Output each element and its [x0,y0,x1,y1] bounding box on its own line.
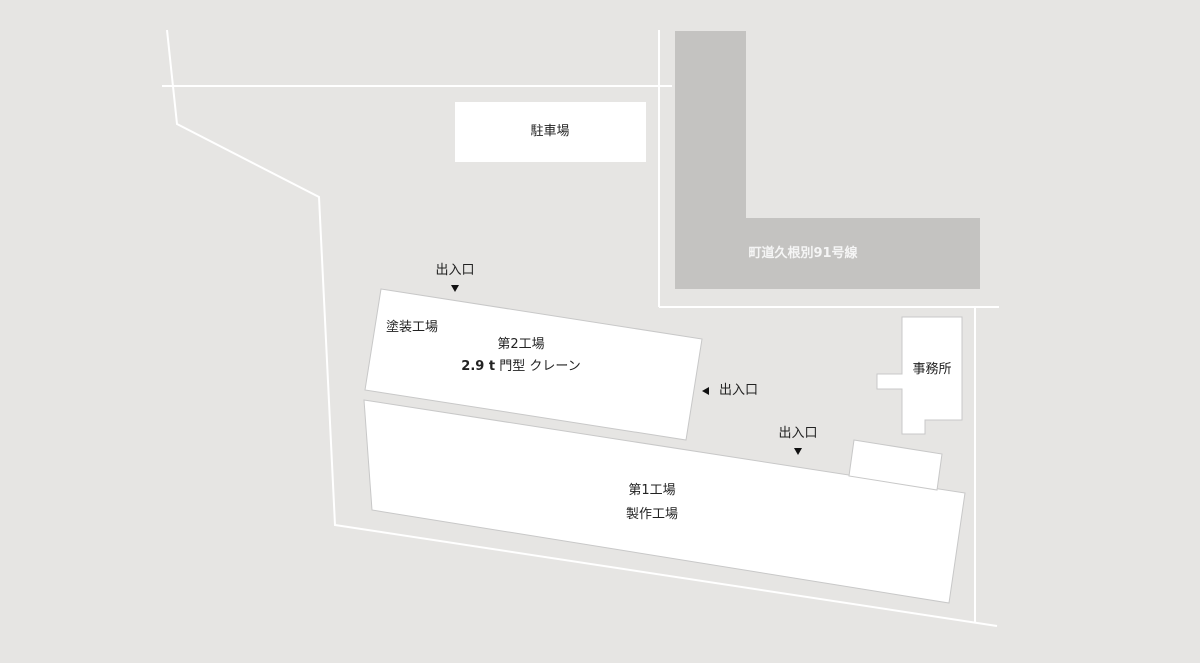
office-label: 事務所 [912,362,952,377]
down-arrow-icon [451,285,459,292]
entrance-label-east: 出入口 [719,383,759,398]
left-arrow-icon [702,387,709,395]
building-2-title: 第2工場 [497,337,545,352]
road-label: 町道久根別91号線 [748,246,858,261]
parking-label: 駐車場 [530,124,570,139]
crane-capacity: 2.9 t [461,359,496,374]
building-1-subtitle: 製作工場 [625,507,679,522]
paint-shop-label: 塗装工場 [386,320,439,335]
boundary-lines [162,29,999,627]
office-building-shape[interactable] [876,316,963,435]
building-1-shape[interactable] [363,399,966,604]
entrance-label-north: 出入口 [435,263,475,278]
down-arrow-icon [794,448,802,455]
crane-type: 門型 クレーン [499,359,581,374]
entrance-label-building-1: 出入口 [778,426,818,441]
parking-lot[interactable] [455,102,646,162]
annex-building-shape[interactable] [848,439,943,491]
building-1-title: 第1工場 [628,483,676,498]
crane-label: 2.9 t 門型 クレーン [461,359,580,375]
road-shape [675,31,980,289]
building-2-shape[interactable] [364,288,703,441]
west-boundary-line [166,29,998,627]
